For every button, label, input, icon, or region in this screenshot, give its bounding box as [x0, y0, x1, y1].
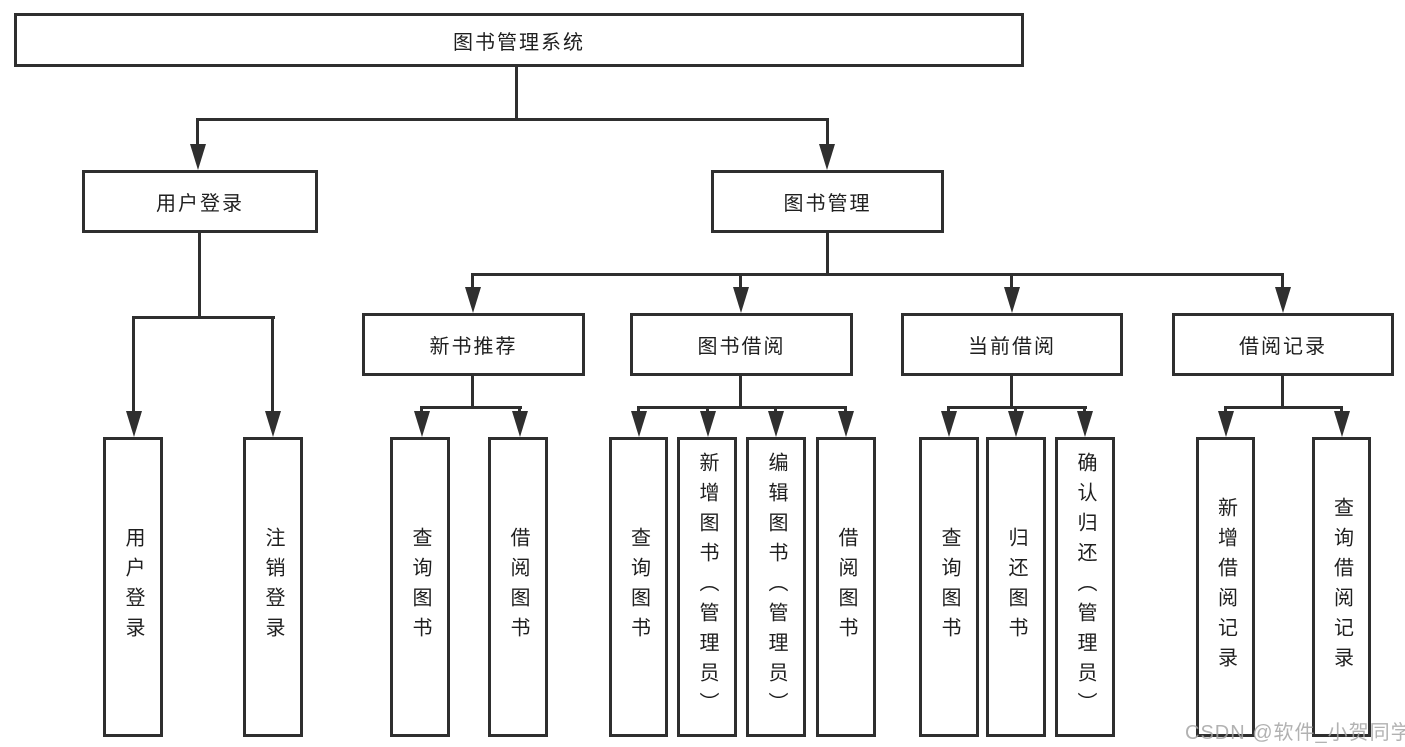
- connector-line: [518, 406, 521, 415]
- connector-line: [637, 406, 640, 415]
- connector-line: [471, 376, 474, 406]
- arrowhead-icon: [1218, 411, 1234, 437]
- arrowhead-icon: [1008, 411, 1024, 437]
- arrowhead-icon: [190, 144, 206, 170]
- connector-line: [826, 233, 829, 273]
- arrowhead-icon: [1077, 411, 1093, 437]
- node-library-management-system: 图书管理系统: [14, 13, 1024, 67]
- arrowhead-icon: [733, 287, 749, 313]
- node-user-login: 用户登录: [82, 170, 318, 233]
- connector-line: [706, 406, 709, 415]
- arrowhead-icon: [465, 287, 481, 313]
- connector-line: [196, 118, 199, 148]
- connector-line: [774, 406, 777, 415]
- connector-line: [471, 273, 1284, 276]
- leaf-confirm-return-admin: 确认归还（管理员）: [1055, 437, 1115, 737]
- leaf-logout: 注销登录: [243, 437, 303, 737]
- connector-line: [1281, 273, 1284, 291]
- connector-line: [196, 118, 829, 121]
- leaf-query-books-current: 查询图书: [919, 437, 979, 737]
- connector-line: [515, 67, 518, 118]
- arrowhead-icon: [1004, 287, 1020, 313]
- arrowhead-icon: [512, 411, 528, 437]
- leaf-user-login: 用户登录: [103, 437, 163, 737]
- connector-line: [1083, 406, 1086, 415]
- node-new-book-recommendation: 新书推荐: [362, 313, 585, 376]
- leaf-query-borrow-record: 查询借阅记录: [1312, 437, 1371, 737]
- connector-line: [132, 316, 135, 415]
- connector-line: [1010, 376, 1013, 406]
- connector-line: [739, 376, 742, 406]
- arrowhead-icon: [941, 411, 957, 437]
- connector-line: [1010, 273, 1013, 291]
- connector-line: [420, 406, 423, 415]
- connector-line: [844, 406, 847, 415]
- node-current-borrowing: 当前借阅: [901, 313, 1123, 376]
- arrowhead-icon: [838, 411, 854, 437]
- connector-line: [947, 406, 950, 415]
- leaf-edit-book-admin: 编辑图书（管理员）: [746, 437, 806, 737]
- connector-line: [420, 406, 522, 409]
- connector-line: [637, 406, 847, 409]
- leaf-query-books-recommend: 查询图书: [390, 437, 450, 737]
- node-book-management: 图书管理: [711, 170, 944, 233]
- arrowhead-icon: [265, 411, 281, 437]
- leaf-query-books-borrowing: 查询图书: [609, 437, 668, 737]
- leaf-borrow-books-recommend: 借阅图书: [488, 437, 548, 737]
- connector-line: [1014, 406, 1017, 415]
- connector-line: [1224, 406, 1227, 415]
- arrowhead-icon: [1334, 411, 1350, 437]
- arrowhead-icon: [414, 411, 430, 437]
- connector-line: [1281, 376, 1284, 406]
- connector-line: [271, 316, 274, 415]
- arrowhead-icon: [700, 411, 716, 437]
- leaf-borrow-books-borrowing: 借阅图书: [816, 437, 876, 737]
- arrowhead-icon: [819, 144, 835, 170]
- connector-line: [132, 316, 275, 319]
- connector-line: [1340, 406, 1343, 415]
- leaf-return-books: 归还图书: [986, 437, 1046, 737]
- node-borrowing-records: 借阅记录: [1172, 313, 1394, 376]
- connector-line: [739, 273, 742, 291]
- watermark: CSDN @软件_小贺同学: [1185, 722, 1405, 744]
- arrowhead-icon: [768, 411, 784, 437]
- arrowhead-icon: [126, 411, 142, 437]
- arrowhead-icon: [1275, 287, 1291, 313]
- node-book-borrowing: 图书借阅: [630, 313, 853, 376]
- arrowhead-icon: [631, 411, 647, 437]
- connector-line: [198, 233, 201, 316]
- connector-line: [471, 273, 474, 291]
- connector-line: [947, 406, 1087, 409]
- leaf-add-borrow-record: 新增借阅记录: [1196, 437, 1255, 737]
- connector-line: [826, 118, 829, 148]
- leaf-add-book-admin: 新增图书（管理员）: [677, 437, 737, 737]
- connector-line: [1224, 406, 1343, 409]
